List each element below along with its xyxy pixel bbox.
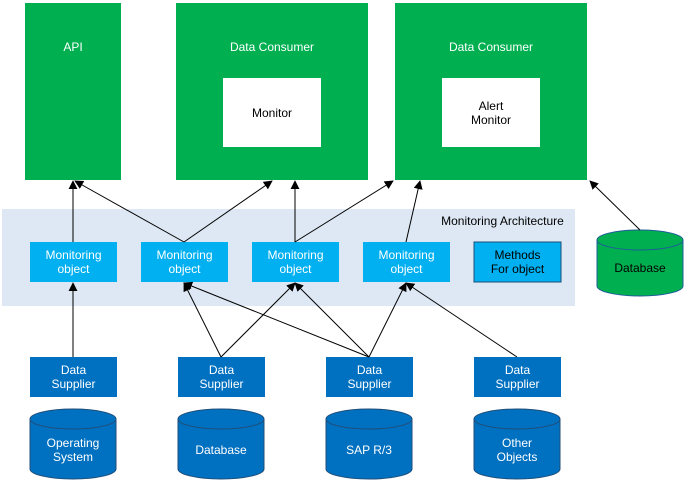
data-supplier-box — [178, 357, 265, 397]
sap-r3-cylinder — [325, 408, 413, 480]
arrow — [405, 282, 518, 358]
database-top-cylinder — [596, 229, 684, 297]
arrow — [74, 180, 185, 243]
arrow — [589, 180, 641, 231]
database-label: Database — [195, 443, 247, 457]
data-consumer-label: Data Consumer — [448, 40, 534, 54]
methods-for-object-box — [473, 241, 562, 283]
methods-for-object-label: Methods For object — [490, 248, 545, 276]
data-supplier-label: Data Supplier — [199, 363, 244, 391]
data-supplier-box — [326, 357, 413, 397]
monitor-label: Monitor — [251, 105, 292, 120]
alert-monitor-inner-box — [442, 78, 540, 147]
database-top-label: Database — [614, 261, 666, 275]
api-box — [25, 3, 121, 180]
arrow — [294, 282, 370, 358]
sap-r3-label: SAP R/3 — [346, 443, 392, 457]
monitoring-object-box — [252, 242, 339, 282]
data-supplier-box — [474, 357, 561, 397]
monitoring-object-label: Monitoring object — [45, 248, 102, 276]
data-supplier-label: Data Supplier — [51, 363, 96, 391]
monitor-inner-box — [223, 78, 321, 147]
arrow — [368, 282, 407, 358]
monitoring-object-label: Monitoring object — [156, 248, 213, 276]
arrow — [220, 282, 296, 358]
alert-monitor-label: Alert Monitor — [470, 98, 511, 127]
data-supplier-label: Data Supplier — [347, 363, 392, 391]
monitoring-object-box — [363, 242, 450, 282]
arrow — [183, 281, 370, 358]
data-supplier-label: Data Supplier — [495, 363, 540, 391]
monitoring-architecture-title: Monitoring Architecture — [441, 214, 564, 228]
monitoring-object-box — [30, 242, 117, 282]
api-label: API — [63, 40, 83, 54]
operating-system-cylinder — [29, 408, 117, 480]
operating-system-label: Operating System — [46, 436, 100, 464]
other-objects-cylinder — [473, 408, 561, 480]
arrow — [405, 180, 423, 243]
monitoring-object-label: Monitoring object — [378, 248, 435, 276]
database-cylinder — [177, 408, 265, 480]
data-consumer-label: Data Consumer — [229, 40, 315, 54]
data-supplier-box — [30, 357, 117, 397]
monitoring-object-label: Monitoring object — [267, 248, 324, 276]
other-objects-label: Other Objects — [496, 436, 538, 464]
arrow — [294, 180, 394, 243]
monitoring-object-box — [141, 242, 228, 282]
arrow — [183, 180, 273, 243]
arrow — [183, 282, 222, 358]
